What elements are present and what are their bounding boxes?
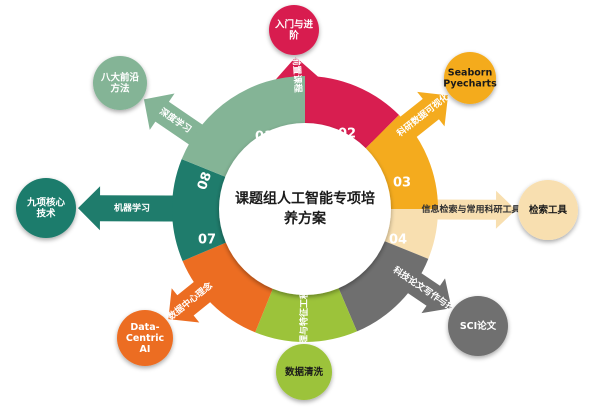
endpoint-circle-05 xyxy=(276,344,332,400)
segment-number-04: 04 xyxy=(389,233,407,248)
endpoint-label-08: 八大前沿方法 xyxy=(100,71,140,94)
ring-layer xyxy=(172,75,438,342)
segment-number-08: 08 xyxy=(195,170,215,192)
endpoint-circle-07 xyxy=(16,178,76,238)
endpoint-label-03: 检索工具 xyxy=(529,204,568,216)
ring-segment-01 xyxy=(305,76,400,150)
endpoint-label-04: SCI论文 xyxy=(460,320,497,332)
ring-segment-02 xyxy=(364,114,438,209)
ring-segment-07 xyxy=(172,159,228,261)
segment-number-05: 05 xyxy=(331,273,349,288)
endpoint-circle-03 xyxy=(518,180,578,240)
spoke-label-01: 前置课程 xyxy=(290,56,304,93)
segment-number-01: 01 xyxy=(255,130,273,145)
endpoint-circle-02 xyxy=(444,52,496,104)
ring-segment-05 xyxy=(255,286,357,342)
endpoint-circle-08 xyxy=(93,56,147,110)
center-circle xyxy=(219,123,391,295)
segment-number-03: 03 xyxy=(393,176,411,191)
ring-segment-08 xyxy=(181,75,305,178)
spoke-label-03: 信息检索与常用科研工具 xyxy=(421,203,520,215)
segment-number-07: 07 xyxy=(198,233,216,248)
endpoint-label-01: 入门与进阶 xyxy=(274,18,314,41)
endpoint-circle-01 xyxy=(269,5,319,55)
spoke-label-07: 机器学习 xyxy=(114,202,150,214)
endpoint-circle-04 xyxy=(448,296,508,356)
endpoint-label-05: 数据清洗 xyxy=(284,366,324,378)
segment-number-06: 06 xyxy=(250,267,268,282)
ring-segment-04 xyxy=(337,240,429,332)
endpoint-circle-06 xyxy=(117,310,173,366)
center-title: 课题组人工智能专项培养方案 xyxy=(235,190,375,227)
center-layer: 课题组人工智能专项培养方案 xyxy=(219,123,391,295)
ring-segment-06 xyxy=(182,241,274,333)
endpoint-label-07: 九项核心技术 xyxy=(26,196,66,219)
ring-segment-03 xyxy=(382,209,438,259)
segment-number-02: 02 xyxy=(338,127,356,142)
